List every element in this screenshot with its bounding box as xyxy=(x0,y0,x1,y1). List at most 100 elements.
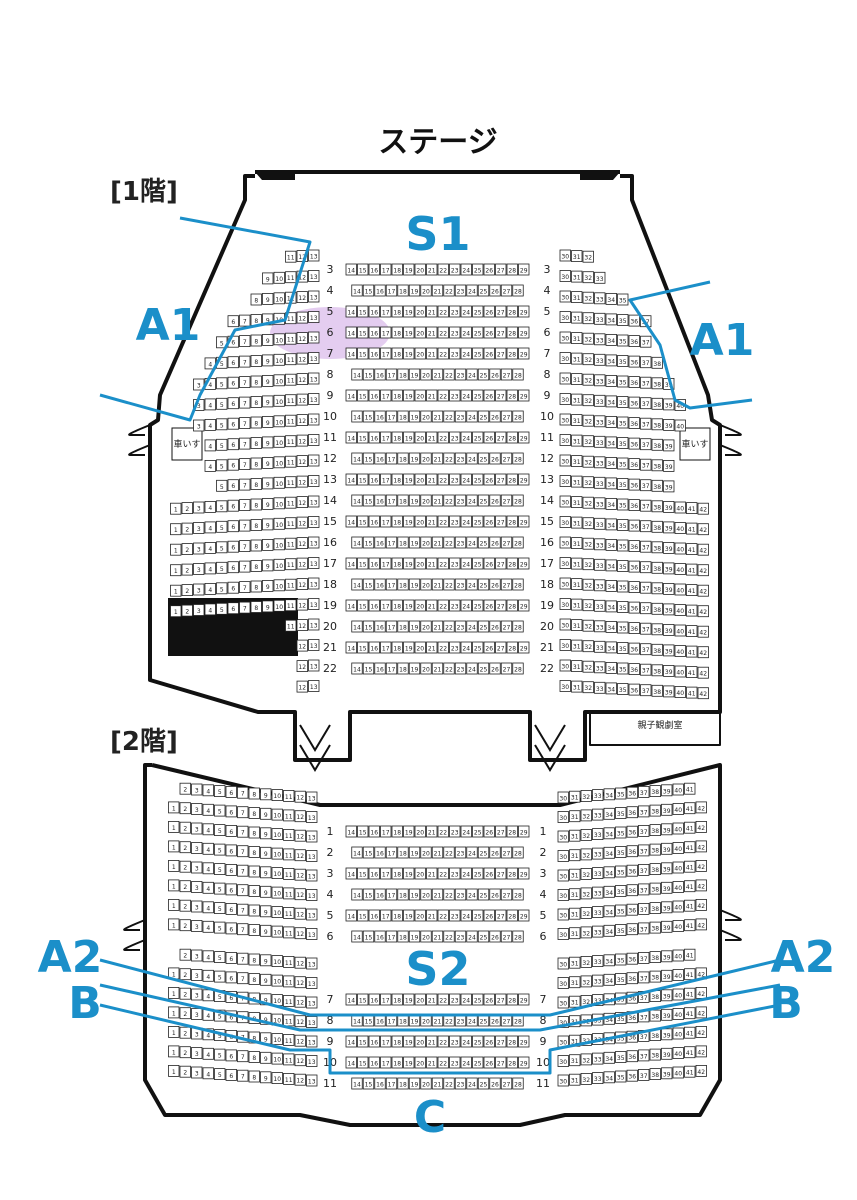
seat[interactable]: 16 xyxy=(368,347,380,360)
seat[interactable]: 25 xyxy=(477,1077,490,1090)
seat[interactable]: 29 xyxy=(518,431,530,444)
seat[interactable]: 23 xyxy=(449,599,461,612)
seat[interactable]: 5 xyxy=(216,561,228,574)
seat[interactable]: 40 xyxy=(674,645,686,657)
seat[interactable]: 27 xyxy=(495,347,507,360)
seat[interactable]: 36 xyxy=(626,952,638,965)
seat[interactable]: 7 xyxy=(239,499,251,512)
seat[interactable]: 13 xyxy=(306,1074,318,1087)
seat[interactable]: 14 xyxy=(351,452,363,465)
seat[interactable]: 36 xyxy=(628,683,640,696)
seat[interactable]: 23 xyxy=(454,536,467,549)
seat[interactable]: 12 xyxy=(294,868,306,881)
seat[interactable]: 20 xyxy=(414,825,426,838)
seat[interactable]: 27 xyxy=(500,368,513,381)
seat[interactable]: 10 xyxy=(273,333,285,346)
seat[interactable]: 21 xyxy=(431,494,444,507)
seat[interactable]: 19 xyxy=(403,557,415,570)
seat[interactable]: 18 xyxy=(391,557,403,570)
seat[interactable]: 4 xyxy=(202,1047,214,1060)
seat[interactable]: 26 xyxy=(483,305,495,318)
seat[interactable]: 4 xyxy=(202,803,214,816)
seat[interactable]: 10 xyxy=(273,394,285,407)
seat[interactable]: 5 xyxy=(214,863,226,875)
seat[interactable]: 22 xyxy=(443,452,455,465)
seat[interactable]: 34 xyxy=(605,600,617,613)
seat[interactable]: 13 xyxy=(308,249,320,262)
seat[interactable]: 33 xyxy=(594,599,606,612)
seat[interactable]: 15 xyxy=(362,846,375,859)
seat[interactable]: 18 xyxy=(391,263,403,276)
seat[interactable]: 35 xyxy=(617,457,629,470)
seat[interactable]: 36 xyxy=(626,1030,638,1043)
seat[interactable]: 8 xyxy=(248,1070,260,1083)
seat[interactable]: 37 xyxy=(640,684,652,697)
seat[interactable]: 41 xyxy=(684,987,696,1000)
seat[interactable]: 35 xyxy=(615,924,627,936)
seat[interactable]: 40 xyxy=(674,686,686,698)
seat[interactable]: 19 xyxy=(403,993,415,1006)
seat[interactable]: 4 xyxy=(202,881,214,894)
seat[interactable]: 27 xyxy=(495,515,507,528)
seat[interactable]: 30 xyxy=(557,869,569,882)
seat[interactable]: 38 xyxy=(651,479,663,492)
seat[interactable]: 38 xyxy=(651,602,663,615)
seat[interactable]: 34 xyxy=(605,621,617,633)
seat[interactable]: 5 xyxy=(214,970,226,983)
seat[interactable]: 38 xyxy=(649,1068,661,1080)
seat[interactable]: 40 xyxy=(674,624,686,637)
seat[interactable]: 1 xyxy=(168,801,180,814)
seat[interactable]: 7 xyxy=(239,458,251,471)
seat[interactable]: 20 xyxy=(420,410,432,423)
seat[interactable]: 10 xyxy=(273,374,285,387)
seat[interactable]: 17 xyxy=(380,389,392,402)
seat[interactable]: 40 xyxy=(674,665,686,678)
seat[interactable]: 15 xyxy=(357,389,369,402)
seat[interactable]: 34 xyxy=(603,973,615,986)
seat[interactable]: 22 xyxy=(437,263,449,276)
seat[interactable]: 9 xyxy=(260,885,272,898)
seat[interactable]: 8 xyxy=(250,437,262,449)
seat[interactable]: 39 xyxy=(663,603,675,616)
seat[interactable]: 29 xyxy=(518,993,530,1006)
seat[interactable]: 33 xyxy=(594,640,606,653)
seat[interactable]: 16 xyxy=(368,641,380,654)
seat[interactable]: 15 xyxy=(362,1014,375,1027)
seat[interactable]: 35 xyxy=(617,478,629,490)
seat[interactable]: 27 xyxy=(500,452,513,465)
seat[interactable]: 21 xyxy=(431,846,444,859)
seat[interactable]: 4 xyxy=(204,542,216,554)
seat[interactable]: 38 xyxy=(649,921,661,934)
seat[interactable]: 5 xyxy=(216,582,228,595)
seat[interactable]: 11 xyxy=(285,271,297,284)
seat[interactable]: 31 xyxy=(571,311,583,324)
seat[interactable]: 42 xyxy=(697,584,709,597)
seat[interactable]: 26 xyxy=(483,515,495,528)
seat[interactable]: 15 xyxy=(357,909,369,922)
seat[interactable]: 20 xyxy=(420,578,432,591)
seat[interactable]: 27 xyxy=(495,641,507,654)
seat[interactable]: 28 xyxy=(506,431,518,444)
seat[interactable]: 10 xyxy=(273,517,285,530)
seat[interactable]: 31 xyxy=(571,578,583,590)
seat[interactable]: 4 xyxy=(204,500,216,513)
seat[interactable]: 41 xyxy=(684,919,696,932)
seat[interactable]: 33 xyxy=(594,476,606,489)
seat[interactable]: 18 xyxy=(391,599,403,612)
seat[interactable]: 17 xyxy=(380,1056,392,1069)
seat[interactable]: 31 xyxy=(569,995,581,1008)
seat[interactable]: 11 xyxy=(283,887,295,900)
seat[interactable]: 26 xyxy=(489,888,501,901)
seat[interactable]: 2 xyxy=(181,522,193,535)
seat[interactable]: 15 xyxy=(362,284,375,297)
seat[interactable]: 31 xyxy=(571,557,583,570)
seat[interactable]: 21 xyxy=(426,431,438,444)
seat[interactable]: 13 xyxy=(308,290,320,303)
seat[interactable]: 15 xyxy=(362,410,375,423)
seat[interactable]: 14 xyxy=(345,909,357,922)
seat[interactable]: 15 xyxy=(357,557,369,570)
seat[interactable]: 31 xyxy=(569,790,581,803)
seat[interactable]: 42 xyxy=(695,801,707,814)
seat[interactable]: 31 xyxy=(569,868,581,881)
seat[interactable]: 38 xyxy=(649,863,661,875)
